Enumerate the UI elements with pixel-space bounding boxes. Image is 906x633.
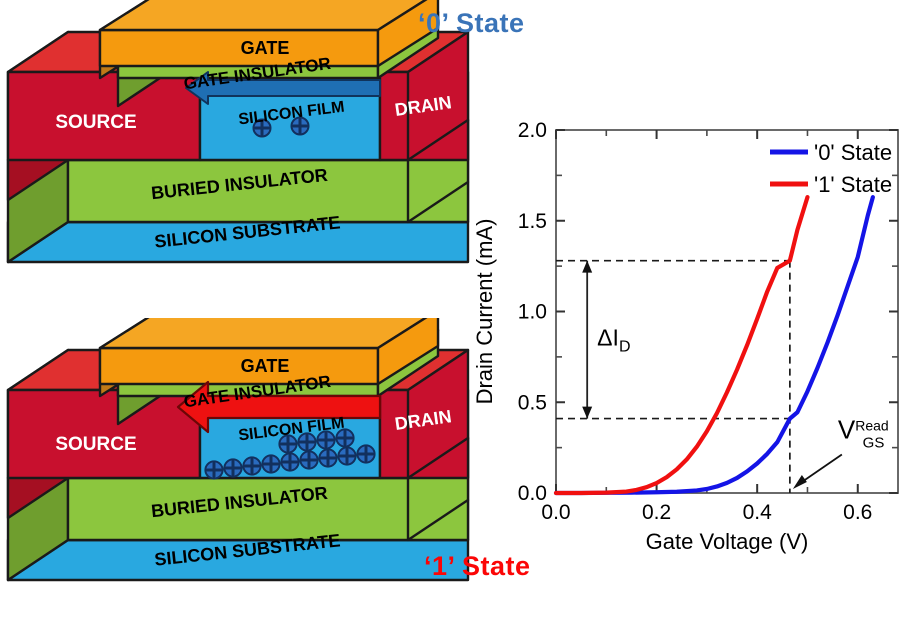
legend-label: '1' State <box>814 172 892 197</box>
layer-label-gate: GATE <box>241 356 290 376</box>
x-tick-label: 0.4 <box>743 501 773 524</box>
delta-id-label: ΔID <box>597 325 630 356</box>
series-line <box>553 195 875 496</box>
x-tick-label: 0.6 <box>843 501 872 524</box>
layer-label-gate: GATE <box>241 38 290 58</box>
gate-right-band <box>376 318 440 386</box>
device-diagram-state0: GATE GATE INSULATOR SOURCE DRAIN SILICON… <box>0 0 500 310</box>
y-tick-label: 0.5 <box>518 391 547 414</box>
current-arrow-state1 <box>176 380 382 434</box>
layer-label-source: SOURCE <box>55 434 136 455</box>
y-tick-label: 2.0 <box>518 119 547 142</box>
y-tick-label: 1.5 <box>518 210 547 233</box>
gate-top-face <box>98 318 428 350</box>
vgs-read-arrowhead <box>792 475 807 489</box>
charge-group-state0 <box>252 116 310 138</box>
current-arrow-state0 <box>185 71 381 105</box>
vgs-read-arrow-shaft <box>801 453 843 483</box>
source-drain-right-band <box>406 30 470 162</box>
device-svg-state1: GATE GATE INSULATOR SOURCE DRAIN SILICON… <box>6 318 470 582</box>
x-tick-label: 0.2 <box>642 501 671 524</box>
charge-group-state1 <box>204 428 376 480</box>
layer-label-source: SOURCE <box>55 112 136 133</box>
y-axis-title: Drain Current (mA) <box>472 219 497 405</box>
legend-label: '0' State <box>814 140 892 165</box>
gate-front-face <box>98 28 380 68</box>
series-line <box>553 195 810 496</box>
source-drain-right-band <box>406 348 470 480</box>
x-tick-label: 0.0 <box>541 501 570 524</box>
gate-top-face <box>98 0 428 32</box>
gate-front-face <box>98 346 380 386</box>
x-axis-title: Gate Voltage (V) <box>646 529 809 554</box>
delta-id-arrowhead-bottom <box>582 406 593 419</box>
y-tick-label: 1.0 <box>518 301 547 324</box>
gate-right-band <box>376 0 440 68</box>
delta-id-arrowhead-top <box>582 260 593 273</box>
state-label-one: ‘1’ State <box>424 551 531 581</box>
device-svg-state0: GATE GATE INSULATOR SOURCE DRAIN SILICON… <box>6 0 470 264</box>
y-tick-label: 0.0 <box>518 482 547 505</box>
device-diagram-state1: GATE GATE INSULATOR SOURCE DRAIN SILICON… <box>0 318 500 628</box>
state-label-zero: ‘0’ State <box>418 8 525 38</box>
